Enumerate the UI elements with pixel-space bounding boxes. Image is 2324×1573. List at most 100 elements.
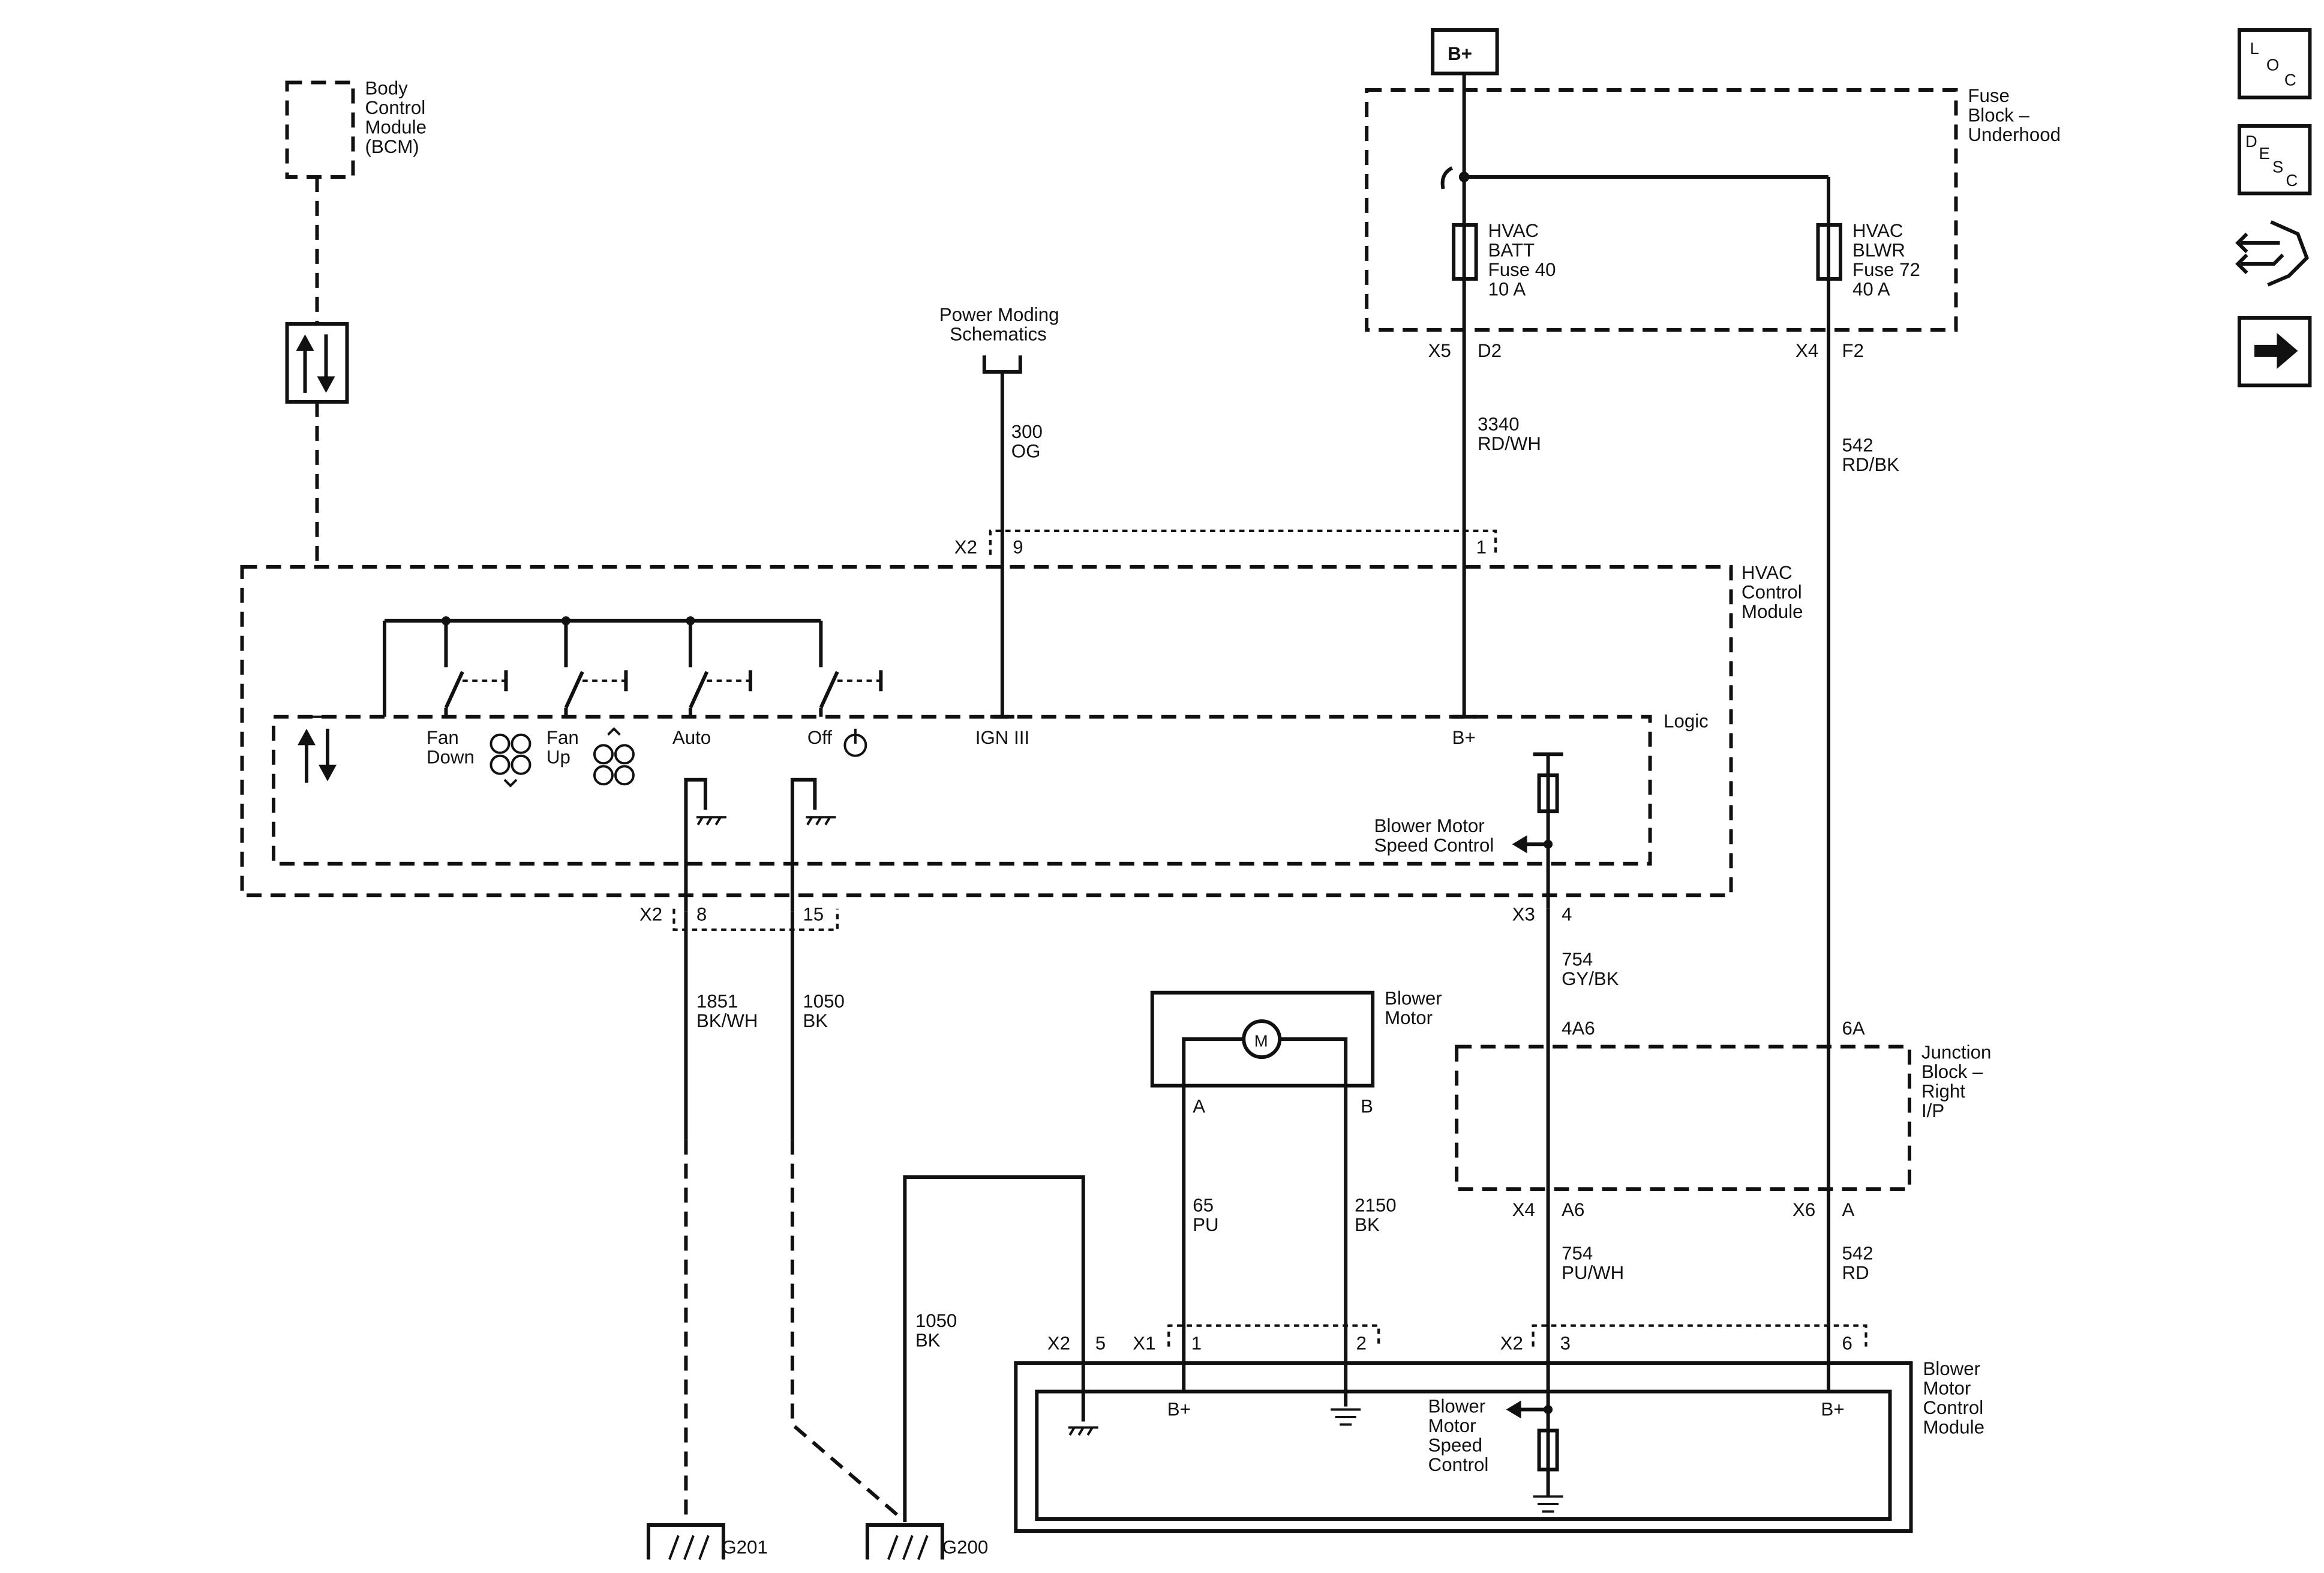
- hvac-module-label-1: HVAC: [1742, 562, 1792, 583]
- hvac-blwr-fuse-label-1: HVAC: [1852, 220, 1903, 241]
- junction-block-label-4: I/P: [1921, 1100, 1944, 1121]
- bcm-label-3: Module: [365, 116, 427, 137]
- wire-542-bot-num: 542: [1842, 1243, 1873, 1264]
- loc-icon-c: C: [2284, 70, 2296, 89]
- bmcm-label-4: Module: [1923, 1417, 1984, 1438]
- logic-label: Logic: [1664, 710, 1709, 731]
- off-label: Off: [807, 727, 832, 748]
- connector-d2: D2: [1478, 340, 1502, 361]
- fan-down-label-2: Down: [427, 746, 475, 767]
- bmcm-bplus-left: B+: [1167, 1399, 1191, 1420]
- loc-icon-l: L: [2250, 39, 2259, 58]
- connector-x2-bmcm: X2: [1047, 1333, 1070, 1354]
- speed-control-logic-2: Speed Control: [1374, 835, 1494, 856]
- next-arrow-icon[interactable]: [2237, 316, 2312, 388]
- motor-pin-b: B: [1361, 1096, 1373, 1117]
- ground-2-internal: [1331, 1408, 1361, 1426]
- blower-motor: Blower Motor M: [1150, 988, 1442, 1407]
- ground-15-internal: [790, 778, 836, 912]
- bcm-label-4: (BCM): [365, 136, 419, 157]
- hvac-batt-fuse: HVAC BATT Fuse 40 10 A: [1452, 220, 1556, 299]
- wire-65-num: 65: [1193, 1195, 1214, 1216]
- speed-control-logic-1: Blower Motor: [1374, 815, 1485, 836]
- blower-motor-label-2: Motor: [1385, 1007, 1433, 1028]
- desc-icon-c: C: [2286, 171, 2298, 190]
- blower-motor-label-1: Blower: [1385, 988, 1442, 1009]
- wire-754-top-color: GY/BK: [1562, 968, 1619, 989]
- fuse-block-label-2: Block –: [1968, 104, 2029, 125]
- switch-auto: [686, 616, 752, 717]
- loc-icon-o: O: [2266, 55, 2279, 74]
- wire-300-num: 300: [1011, 421, 1043, 442]
- junction-block-label-2: Block –: [1921, 1061, 1983, 1082]
- logic-bplus-label: B+: [1452, 727, 1476, 748]
- fan-down-label-1: Fan: [427, 727, 459, 748]
- hvac-blwr-fuse-label-2: BLWR: [1852, 239, 1905, 260]
- connector-end-view-icon[interactable]: [2235, 220, 2309, 287]
- junction-block-label-3: Right: [1921, 1081, 1965, 1102]
- connector-a: A: [1842, 1199, 1855, 1220]
- desc-icon-s: S: [2272, 157, 2283, 176]
- bmcm-label-1: Blower: [1923, 1358, 1980, 1379]
- wire-65-color: PU: [1193, 1214, 1218, 1235]
- wire-1851-num: 1851: [696, 991, 738, 1012]
- wire-2150-color: BK: [1355, 1214, 1380, 1235]
- wire-754-top-num: 754: [1562, 949, 1593, 970]
- auto-label: Auto: [672, 727, 711, 748]
- bcm-label-1: Body: [365, 77, 409, 98]
- connector-pin6: 6: [1842, 1333, 1852, 1354]
- wire-754-bot-num: 754: [1562, 1243, 1593, 1264]
- blower-motor-control-module: Blower Motor Control Module: [1014, 1358, 1984, 1533]
- fan-up-icon: [593, 727, 635, 786]
- hvac-module-label-2: Control: [1742, 581, 1802, 602]
- ground-g200: G200: [865, 1523, 988, 1560]
- wire-3340-color: RD/WH: [1478, 433, 1541, 454]
- loc-icon[interactable]: L O C: [2237, 28, 2312, 100]
- ground-g201-label: G201: [722, 1537, 767, 1558]
- speed-control-bmcm-2: Motor: [1428, 1415, 1476, 1436]
- connector-x3: X3: [1512, 904, 1535, 925]
- speed-control-bmcm-1: Blower: [1428, 1396, 1485, 1417]
- bcm-label-2: Control: [365, 97, 426, 118]
- connector-x4-jb: X4: [1512, 1199, 1535, 1220]
- wire-1050-bot-color: BK: [915, 1330, 941, 1351]
- speed-control-bmcm-3: Speed: [1428, 1435, 1482, 1456]
- wire-1050-top-num: 1050: [803, 991, 844, 1012]
- connector-x2-bmcm2: X2: [1500, 1333, 1523, 1354]
- hvac-batt-fuse-label-3: Fuse 40: [1488, 259, 1556, 280]
- serial-data-arrows-icon: [298, 728, 337, 783]
- connector-a6: A6: [1562, 1199, 1584, 1220]
- desc-icon[interactable]: D E S C: [2237, 124, 2312, 196]
- hvac-blwr-fuse-label-3: Fuse 72: [1852, 259, 1920, 280]
- battery-label: B+: [1448, 43, 1472, 64]
- power-icon: [843, 728, 867, 757]
- serial-data-icon: [285, 322, 349, 404]
- fan-down-icon: [490, 733, 532, 788]
- switch-fan-up: [561, 616, 628, 717]
- ground-g200-label: G200: [942, 1537, 988, 1558]
- connector-x1-pin2: 2: [1356, 1333, 1367, 1354]
- fuse-block-label-3: Underhood: [1968, 124, 2061, 145]
- power-moding-label-2: Schematics: [950, 323, 1046, 344]
- power-moding-label-1: Power Moding: [939, 304, 1059, 325]
- connector-x1: X1: [1133, 1333, 1155, 1354]
- connector-x2-mid: X2: [639, 904, 662, 925]
- junction-block-label-1: Junction: [1921, 1042, 1991, 1063]
- connector-pin5: 5: [1095, 1333, 1106, 1354]
- fuse-block-underhood: Fuse Block – Underhood: [1365, 85, 2061, 332]
- connector-f2: F2: [1842, 340, 1864, 361]
- wire-1851-color: BK/WH: [696, 1010, 758, 1031]
- bmcm-label-2: Motor: [1923, 1378, 1971, 1399]
- hvac-blwr-fuse-label-4: 40 A: [1852, 278, 1890, 299]
- ground-bmcm-internal: [1533, 1495, 1563, 1513]
- battery-positive: B+: [1431, 28, 1499, 76]
- desc-icon-d: D: [2245, 132, 2257, 151]
- speed-control-bmcm-4: Control: [1428, 1454, 1489, 1475]
- switch-fan-down: [441, 616, 508, 717]
- hvac-module-label-3: Module: [1742, 601, 1803, 622]
- wire-542-top-color: RD/BK: [1842, 454, 1900, 475]
- connector-pin8: 8: [696, 904, 707, 925]
- ground-5-internal: [1068, 1426, 1098, 1436]
- hvac-control-module: HVAC Control Module: [240, 562, 1803, 897]
- connector-x2-top: X2: [954, 536, 977, 557]
